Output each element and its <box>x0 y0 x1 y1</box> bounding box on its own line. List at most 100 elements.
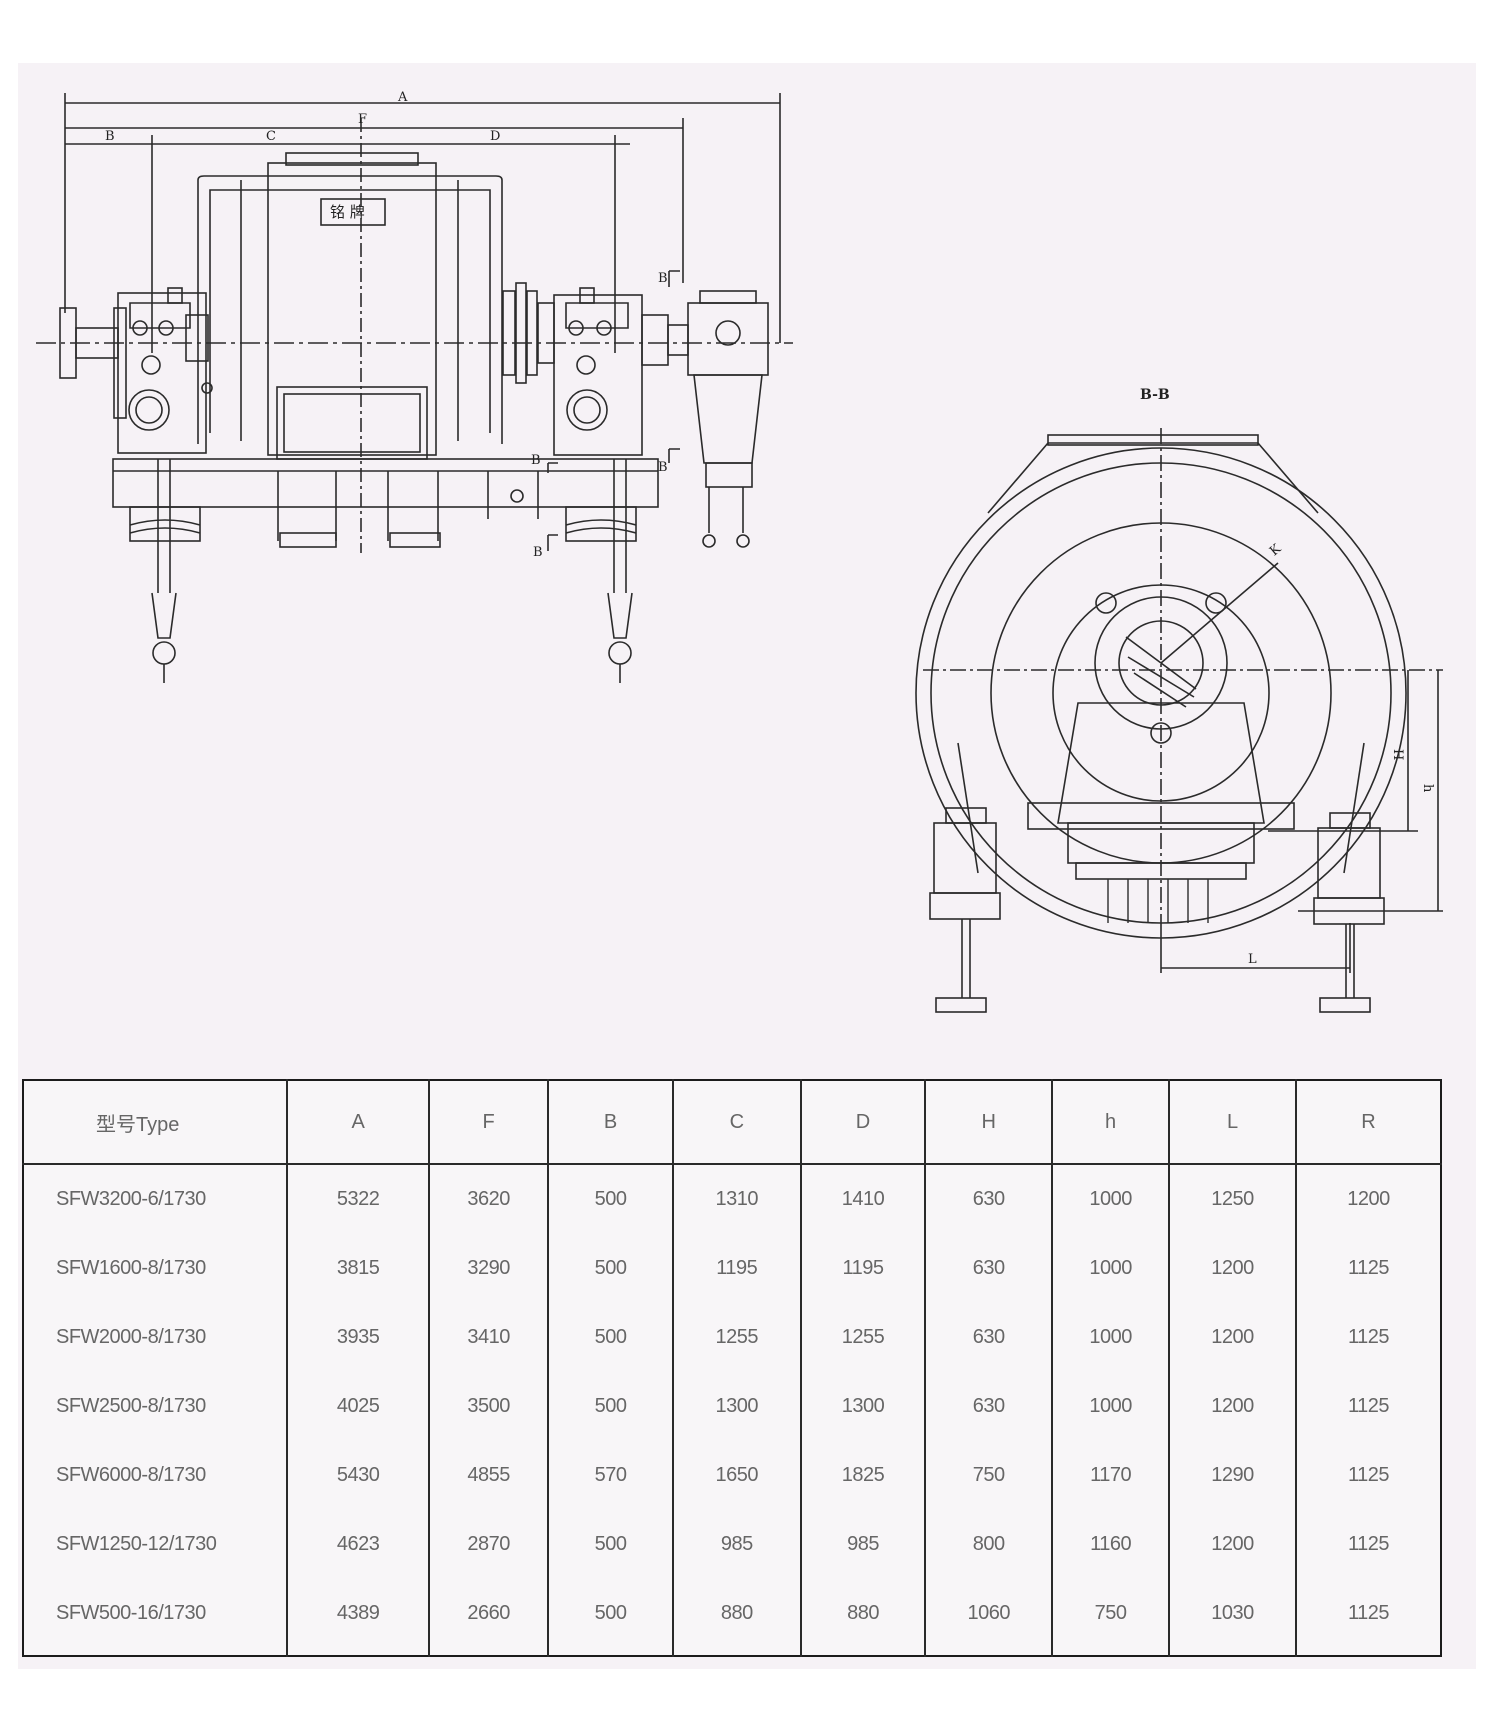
cell-d: 1825 <box>799 1441 926 1510</box>
cell-big-h: 630 <box>924 1234 1053 1303</box>
cell-big-h: 630 <box>924 1164 1053 1234</box>
col-header-type: 型号Type <box>23 1080 288 1165</box>
cell-f: 4855 <box>428 1441 549 1510</box>
section-marker-2: B <box>658 460 668 475</box>
cell-small-h: 1000 <box>1051 1164 1170 1234</box>
technical-drawing: A F B C D B B B B 铭 牌 B-B K H h L <box>36 90 1443 1013</box>
cell-d: 1410 <box>799 1164 926 1234</box>
cell-b: 500 <box>547 1164 673 1234</box>
col-header-a: A <box>286 1080 430 1165</box>
table-row: SFW3200-6/1730 5322 3620 500 1310 1410 6… <box>23 1164 1441 1234</box>
table-row: SFW2500-8/1730 4025 3500 500 1300 1300 6… <box>23 1372 1441 1441</box>
cell-big-h: 1060 <box>924 1579 1053 1656</box>
cell-r: 1125 <box>1294 1441 1441 1510</box>
cell-c: 1300 <box>671 1372 801 1441</box>
cell-big-h: 750 <box>924 1441 1053 1510</box>
cell-a: 4623 <box>286 1510 430 1579</box>
section-marker-3: B <box>531 453 541 468</box>
cell-c: 1255 <box>671 1303 801 1372</box>
cell-type: SFW3200-6/1730 <box>56 1188 206 1210</box>
cell-d: 985 <box>799 1510 926 1579</box>
cell-type: SFW1600-8/1730 <box>56 1257 206 1279</box>
col-header-big-h: H <box>924 1080 1053 1165</box>
cell-f: 3620 <box>428 1164 549 1234</box>
cell-f: 3500 <box>428 1372 549 1441</box>
cell-small-h: 1000 <box>1051 1372 1170 1441</box>
cell-d: 1195 <box>799 1234 926 1303</box>
section-title: B-B <box>1140 387 1170 403</box>
col-header-b: B <box>547 1080 673 1165</box>
col-header-small-h: h <box>1051 1080 1170 1165</box>
cell-b: 500 <box>547 1579 673 1656</box>
cell-small-h: 1160 <box>1051 1510 1170 1579</box>
col-header-d: D <box>799 1080 926 1165</box>
cell-big-h: 630 <box>924 1303 1053 1372</box>
cell-r: 1125 <box>1294 1510 1441 1579</box>
col-header-l: L <box>1168 1080 1296 1165</box>
cell-small-h: 1000 <box>1051 1303 1170 1372</box>
cell-c: 1310 <box>671 1164 801 1234</box>
table-row: SFW500-16/1730 4389 2660 500 880 880 106… <box>23 1579 1441 1656</box>
cell-l: 1290 <box>1168 1441 1296 1510</box>
col-header-c: C <box>671 1080 801 1165</box>
table-row: SFW6000-8/1730 5430 4855 570 1650 1825 7… <box>23 1441 1441 1510</box>
cell-l: 1200 <box>1168 1372 1296 1441</box>
nameplate-label: 铭 牌 <box>330 203 365 221</box>
cell-small-h: 1170 <box>1051 1441 1170 1510</box>
cell-c: 1650 <box>671 1441 801 1510</box>
section-view <box>915 428 1443 1013</box>
catalog-sheet: A F B C D B B B B 铭 牌 B-B K H h L 型号Type… <box>18 63 1476 1669</box>
dim-label-f: F <box>358 112 367 127</box>
cell-l: 1200 <box>1168 1234 1296 1303</box>
side-view <box>36 93 793 683</box>
cell-f: 3410 <box>428 1303 549 1372</box>
cell-c: 880 <box>671 1579 801 1656</box>
col-header-r: R <box>1294 1080 1441 1165</box>
cell-big-h: 800 <box>924 1510 1053 1579</box>
cell-r: 1125 <box>1294 1579 1441 1656</box>
table-row: SFW2000-8/1730 3935 3410 500 1255 1255 6… <box>23 1303 1441 1372</box>
cell-f: 3290 <box>428 1234 549 1303</box>
cell-b: 570 <box>547 1441 673 1510</box>
cell-r: 1200 <box>1294 1164 1441 1234</box>
cell-small-h: 750 <box>1051 1579 1170 1656</box>
cell-b: 500 <box>547 1372 673 1441</box>
cell-b: 500 <box>547 1510 673 1579</box>
section-marker-1: B <box>658 271 668 286</box>
cell-a: 3815 <box>286 1234 430 1303</box>
table-row: SFW1600-8/1730 3815 3290 500 1195 1195 6… <box>23 1234 1441 1303</box>
cell-a: 5430 <box>286 1441 430 1510</box>
cell-a: 4389 <box>286 1579 430 1656</box>
cell-f: 2870 <box>428 1510 549 1579</box>
dim-label-l: L <box>1248 952 1257 967</box>
cell-type: SFW1250-12/1730 <box>56 1533 217 1555</box>
dim-label-small-h: h <box>1420 784 1435 793</box>
section-marker-4: B <box>533 545 543 560</box>
col-header-f: F <box>428 1080 549 1165</box>
cell-d: 1255 <box>799 1303 926 1372</box>
cell-a: 5322 <box>286 1164 430 1234</box>
cell-r: 1125 <box>1294 1372 1441 1441</box>
dim-label-big-h: H <box>1390 749 1405 760</box>
cell-l: 1200 <box>1168 1510 1296 1579</box>
cell-b: 500 <box>547 1234 673 1303</box>
cell-r: 1125 <box>1294 1303 1441 1372</box>
cell-type: SFW2500-8/1730 <box>56 1395 206 1417</box>
specification-table: 型号Type A F B C D H h L R SFW3200-6/1730 … <box>22 1079 1442 1657</box>
dim-label-b: B <box>105 129 115 144</box>
table-header-row: 型号Type A F B C D H h L R <box>23 1080 1441 1165</box>
cell-d: 1300 <box>799 1372 926 1441</box>
cell-type: SFW2000-8/1730 <box>56 1326 206 1348</box>
cell-l: 1250 <box>1168 1164 1296 1234</box>
cell-r: 1125 <box>1294 1234 1441 1303</box>
dim-label-a: A <box>397 90 408 105</box>
dim-label-c: C <box>266 129 276 144</box>
cell-type: SFW500-16/1730 <box>56 1602 206 1624</box>
cell-l: 1030 <box>1168 1579 1296 1656</box>
table-row: SFW1250-12/1730 4623 2870 500 985 985 80… <box>23 1510 1441 1579</box>
dim-label-k: K <box>1267 541 1284 559</box>
cell-d: 880 <box>799 1579 926 1656</box>
cell-big-h: 630 <box>924 1372 1053 1441</box>
cell-a: 4025 <box>286 1372 430 1441</box>
cell-type: SFW6000-8/1730 <box>56 1464 206 1486</box>
